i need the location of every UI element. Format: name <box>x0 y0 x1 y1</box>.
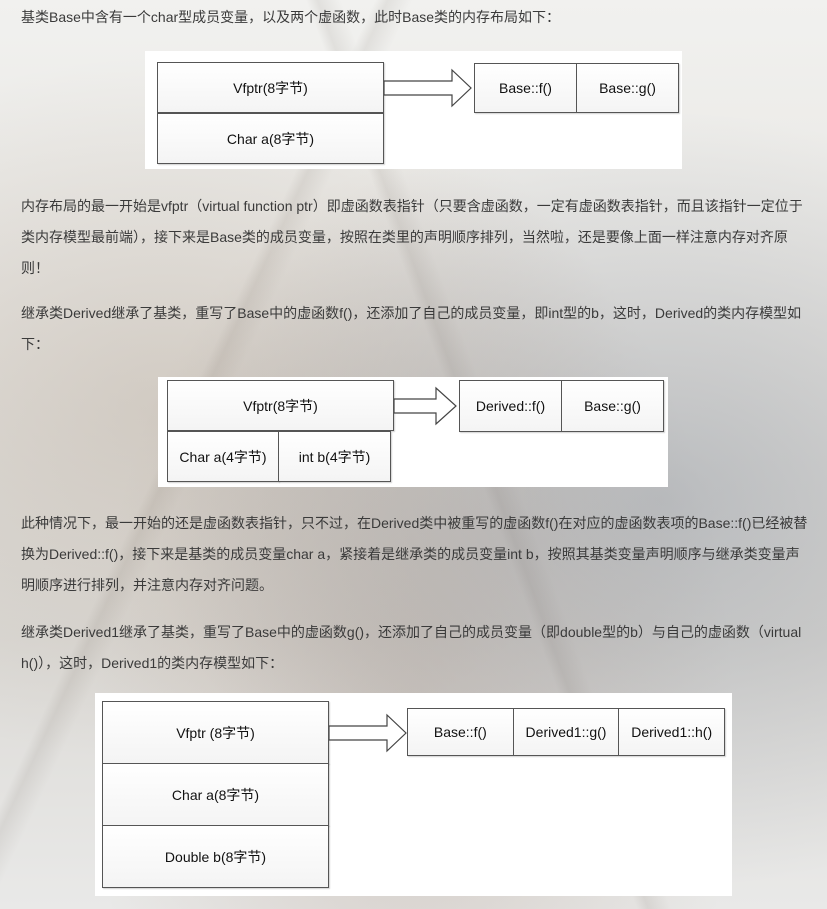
vtable-entry: Base::g() <box>584 398 641 414</box>
vtable-derived1: Base::f() Derived1::g() Derived1::h() <box>407 708 725 756</box>
member-a-box: Char a(8字节) <box>157 113 384 164</box>
member-b-box: int b(4字节) <box>278 431 391 482</box>
vtable-entry: Base::f() <box>475 64 577 112</box>
vtable-entry: Base::g() <box>599 80 656 96</box>
vtable-entry: Base::f() <box>408 709 514 755</box>
arrow-icon <box>329 713 407 753</box>
vtable-derived: Derived::f() Base::g() <box>459 380 664 432</box>
vtable-entry: Derived::f() <box>460 381 562 431</box>
paragraph-derived-intro: 继承类Derived继承了基类，重写了Base中的虚函数f()，还添加了自己的成… <box>21 305 802 352</box>
vfptr-box: Vfptr (8字节) <box>102 701 329 764</box>
member-a-box: Char a(8字节) <box>102 763 329 826</box>
diagram-base: Vfptr(8字节) Char a(8字节) Base::f() Base::g… <box>145 51 682 169</box>
arrow-icon <box>394 386 457 426</box>
member-a-box: Char a(4字节) <box>167 431 279 482</box>
member-b-box: Double b(8字节) <box>102 825 329 888</box>
diagram-derived1: Vfptr (8字节) Char a(8字节) Double b(8字节) Ba… <box>95 693 732 896</box>
vtable-base: Base::f() Base::g() <box>474 63 679 113</box>
paragraph-intro: 基类Base中含有一个char型成员变量，以及两个虚函数，此时Base类的内存布… <box>21 9 561 25</box>
paragraph-vfptr-explanation: 内存布局的最一开始是vfptr（virtual function ptr）即虚函… <box>21 198 803 276</box>
paragraph-derived1-intro: 继承类Derived1继承了基类，重写了Base中的虚函数g()，还添加了自己的… <box>21 624 802 671</box>
vfptr-box: Vfptr(8字节) <box>157 62 384 113</box>
vtable-entry: Derived1::g() <box>514 709 620 755</box>
vtable-entry: Derived1::h() <box>631 724 713 740</box>
vfptr-box: Vfptr(8字节) <box>167 380 394 431</box>
diagram-derived: Vfptr(8字节) Char a(4字节) int b(4字节) Derive… <box>158 377 668 487</box>
paragraph-derived-explanation: 此种情况下，最一开始的还是虚函数表指针，只不过，在Derived类中被重写的虚函… <box>21 515 808 593</box>
arrow-icon <box>384 68 472 108</box>
